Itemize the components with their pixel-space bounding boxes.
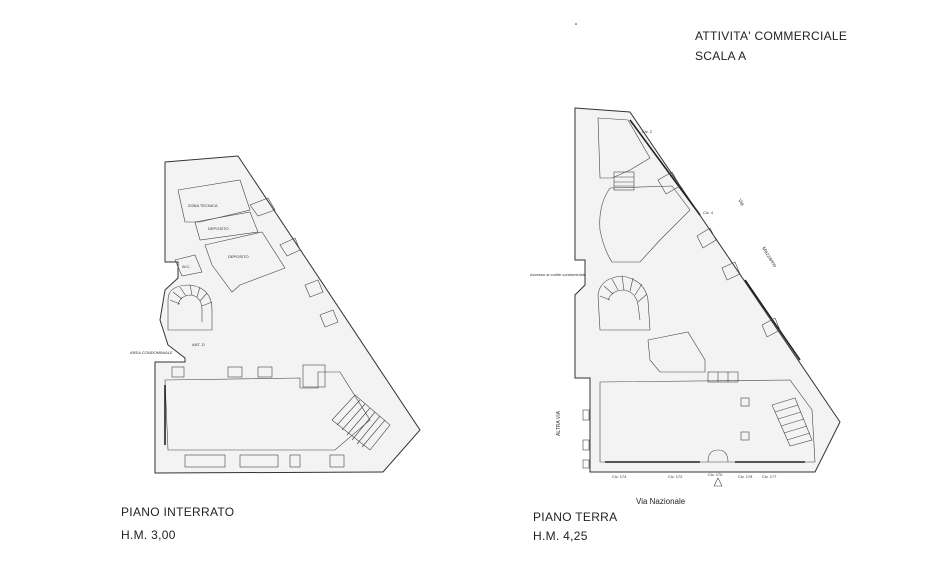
label-ant: ANT. D	[192, 342, 205, 347]
right-straight-stair	[771, 397, 813, 447]
right-shop-room	[599, 379, 816, 463]
left-straight-stair	[331, 394, 391, 451]
right-column-1	[740, 397, 750, 407]
left-main-room	[164, 371, 371, 451]
label-civ-178: Civ. 178	[738, 474, 753, 479]
right-entry-steps	[613, 171, 635, 191]
title-line1: ATTIVITA' COMMERCIALE	[695, 29, 848, 43]
left-deposito-room-1	[194, 211, 259, 241]
label-street-left: ALTRA VIA	[556, 410, 562, 436]
label-accesso-cortile: Accesso al cortile condominiale	[530, 272, 587, 277]
right-services-block	[647, 331, 706, 373]
label-wc: W.C.	[182, 264, 191, 269]
title-line2: SCALA A	[695, 49, 747, 63]
right-plan-name: PIANO TERRA	[533, 510, 618, 524]
label-deposito-1: DEPOSITO	[208, 226, 229, 231]
right-column-2	[740, 431, 750, 441]
entrance-door	[707, 449, 729, 463]
label-civ-172: Civ. 172	[668, 474, 683, 479]
left-wc-room	[174, 254, 203, 277]
left-zona-tecnica-room	[177, 179, 251, 223]
right-plan-height: H.M. 4,25	[533, 529, 588, 543]
label-civ-170: Civ. 170	[708, 472, 723, 477]
label-civ-4: Civ. 4	[703, 210, 714, 215]
label-street-mazzarino: Mazzarino	[760, 246, 777, 269]
label-zona-tecnica: ZONA TECNICA	[188, 203, 218, 208]
label-civ-2: Civ. 2	[642, 129, 653, 134]
left-deposito-room-2	[204, 231, 286, 293]
label-deposito-2: DEPOSITO	[228, 254, 249, 259]
right-plan-outline	[574, 107, 841, 473]
label-street-via: Via	[736, 198, 745, 207]
right-upper-room	[597, 117, 651, 179]
right-courtyard	[599, 185, 691, 263]
left-floor-plan: ZONA TECNICA DEPOSITO DEPOSITO W.C. AREA…	[130, 155, 421, 474]
label-civ-177: Civ. 177	[762, 474, 777, 479]
left-plan-height: H.M. 3,00	[121, 528, 176, 542]
label-civ-174: Civ. 174	[612, 474, 627, 479]
label-via-nazionale: Via Nazionale	[636, 497, 686, 506]
entrance-arrow	[713, 477, 723, 487]
left-pillar	[302, 364, 326, 388]
left-plan-name: PIANO INTERRATO	[121, 505, 235, 519]
right-door-strip	[707, 371, 739, 383]
right-floor-plan: Civ. 2 Civ. 4 Civ. 174 Civ. 172 Civ. 170…	[530, 107, 841, 487]
left-spiral-stair	[167, 284, 213, 331]
left-bottom-windows	[171, 366, 345, 468]
right-spiral-stair	[597, 275, 651, 331]
label-area-condominiale: AREA CONDOMINIALE	[130, 350, 173, 355]
